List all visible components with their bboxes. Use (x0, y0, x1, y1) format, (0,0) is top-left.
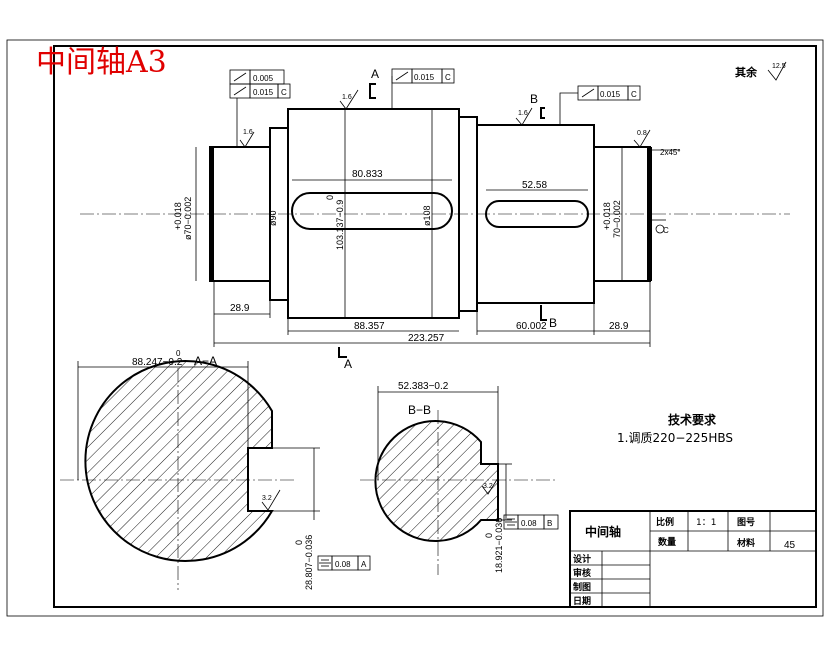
dim-shoulder-dia: ø90 (268, 210, 278, 226)
section-marker-a-top: A (371, 67, 379, 81)
roughness-right-journal-value: 0.8 (637, 130, 647, 137)
dim-right-dia: 70−0.002 (612, 200, 622, 238)
section-a-shape (84, 360, 274, 562)
roughness-large-step: 1.6 (339, 89, 359, 110)
main-view: 80.833 52.58 +0.018 ø70−0.002 ø90 0 103.… (80, 67, 790, 371)
tol-datum-3: C (445, 73, 451, 82)
section-marker-b-bottom: B (549, 316, 557, 330)
title-block-material-value: 45 (784, 540, 796, 551)
surface-note: 其余 12.5 (735, 61, 787, 81)
datum-c: C (652, 219, 669, 235)
dim-len-total: 223.257 (408, 333, 445, 344)
section-b-view: 52.383−0.2 B−B 3.2 0 18.921−0.036 0.08 B (360, 381, 559, 575)
section-a-label: A−A (194, 354, 217, 368)
title-block-row-date: 日期 (573, 595, 591, 607)
section-a-width-dim: 88.247−0.2 (132, 357, 183, 368)
section-marker-b-top: B (530, 92, 538, 106)
tolerance-frame-large: 0.015 C (391, 68, 455, 109)
tol-datum-2: C (281, 88, 287, 97)
dim-key-depth-tol: 0 (325, 195, 335, 200)
right-chamfer-band (647, 147, 652, 281)
section-b-label: B−B (408, 403, 431, 417)
outer-border (6, 39, 824, 617)
section-a-sym-datum: A (361, 560, 367, 569)
section-a-keyway-tol: 0 (294, 540, 304, 545)
section-b-roughness-value: 3.2 (483, 483, 493, 490)
title-block-row-draft: 制图 (573, 581, 591, 593)
datum-c-label: C (663, 226, 669, 235)
tol-value-4: 0.015 (600, 90, 621, 99)
section-marker-a-bottom: A (344, 357, 352, 371)
tolerance-frame-right: 0.015 C (559, 85, 641, 125)
surface-note-label: 其余 (735, 65, 758, 79)
roughness-large-step-value: 1.6 (342, 94, 352, 101)
keyway-large (291, 192, 453, 230)
title-block-qty-label: 数量 (658, 536, 676, 548)
tol-value-2: 0.015 (253, 88, 274, 97)
section-b-shape (374, 420, 499, 542)
surface-note-value: 12.5 (772, 63, 786, 70)
section-a-roughness-value: 3.2 (262, 495, 272, 502)
roughness-left-journal: 1.6 (239, 129, 255, 148)
dim-len-mid: 88.357 (354, 321, 385, 332)
section-b-keyway: 18.921−0.036 (494, 518, 504, 573)
tol-value-1: 0.005 (253, 74, 274, 83)
roughness-right-step-value: 1.6 (518, 110, 528, 117)
title-block-drawing-no-label: 图号 (737, 517, 755, 528)
keyway-small (485, 200, 589, 228)
large-section (287, 108, 460, 319)
tol-datum-4: C (631, 90, 637, 99)
section-a-tol-zero: 0 (176, 349, 181, 358)
left-chamfer-band (209, 147, 214, 281)
roughness-right-step: 1.6 (515, 107, 533, 126)
dim-len-right-step: 60.002 (516, 321, 547, 332)
title-block-part-name: 中间轴 (585, 524, 621, 539)
title-block: 中间轴 比例 1：1 图号 数量 材料 45 设计 审核 制图 日期 (569, 510, 817, 608)
title-block-row-design: 设计 (573, 553, 591, 565)
roughness-left-journal-value: 1.6 (243, 129, 253, 136)
title-block-scale-value: 1：1 (696, 518, 716, 528)
requirements-heading: 技术要求 (668, 412, 717, 427)
section-b-keyway-tol: 0 (484, 533, 494, 538)
section-b-width-dim: 52.383−0.2 (398, 381, 449, 392)
tol-value-3: 0.015 (414, 73, 435, 82)
drawing-title: 中间轴A3 (36, 45, 167, 80)
tolerance-frame-runout-left: 0.005 0.015 C (229, 69, 291, 147)
roughness-symbol (767, 61, 787, 81)
section-a-sym-value: 0.08 (335, 560, 351, 569)
dim-large-dia: ø108 (422, 205, 432, 226)
title-block-row-review: 审核 (573, 567, 591, 579)
title-block-scale-label: 比例 (656, 516, 674, 528)
requirement-item-1: 1.调质220−225HBS (617, 431, 733, 445)
section-b-sym-datum: B (547, 519, 552, 528)
section-b-roughness: 3.2 (481, 477, 499, 495)
dim-len-left: 28.9 (230, 303, 250, 314)
section-a-view: 0 88.247−0.2 A−A 3.2 0 28.807−0.036 0.08… (60, 349, 371, 590)
dim-left-dia-tol: +0.018 (173, 202, 183, 230)
section-a-sym-frame: 0.08 A (317, 555, 371, 571)
title-block-material-label: 材料 (736, 537, 755, 549)
dim-left-dia: ø70−0.002 (183, 197, 193, 240)
technical-requirements: 技术要求 1.调质220−225HBS (617, 412, 733, 445)
dim-key-depth: 103.137−0.9 (335, 200, 345, 250)
dim-key2-len: 52.58 (522, 180, 547, 191)
dim-len-right: 28.9 (609, 321, 629, 332)
dim-right-dia-tol: +0.018 (602, 202, 612, 230)
section-a-roughness: 3.2 (261, 489, 281, 511)
roughness-right-journal: 0.8 (633, 129, 651, 148)
section-b-sym-value: 0.08 (521, 519, 537, 528)
chamfer-note: 2x45° (660, 148, 681, 157)
dim-key1-len: 80.833 (352, 169, 383, 180)
section-b-sym-frame: 0.08 B (503, 514, 559, 530)
section-a-keyway: 28.807−0.036 (304, 535, 314, 590)
inner-border (53, 45, 817, 608)
